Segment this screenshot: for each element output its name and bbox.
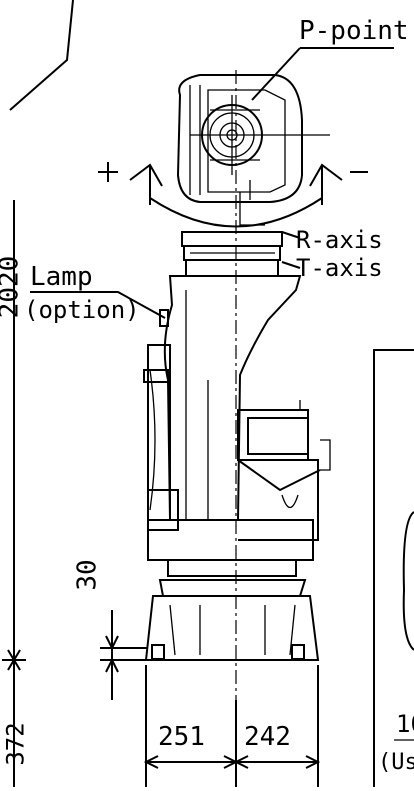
p-point-leader xyxy=(251,47,394,101)
t-axis-label: T-axis xyxy=(296,254,383,282)
frame-line-top-left xyxy=(9,0,74,111)
wrist-head xyxy=(176,74,330,226)
right-partial-text: (Us xyxy=(378,750,414,775)
left-vertical-dimension-label: 2020 xyxy=(0,255,25,319)
rotation-arrows xyxy=(98,162,368,228)
left-dimension-arrow xyxy=(2,640,26,680)
robot-base xyxy=(144,489,320,661)
wrist-flange xyxy=(181,231,283,277)
dimension-bottom xyxy=(143,665,321,787)
p-point-label: P-point xyxy=(299,16,409,46)
left-vertical-dimension-label-bottom: 372 xyxy=(1,722,30,766)
r-axis-label: R-axis xyxy=(296,226,383,254)
lamp-label: Lamp xyxy=(30,262,93,292)
dimension-30-label: 30 xyxy=(72,559,103,591)
dimension-251-label: 251 xyxy=(158,722,205,752)
dimension-30 xyxy=(100,610,148,700)
dimension-242-label: 242 xyxy=(244,722,291,752)
right-partial-number: 10 xyxy=(396,710,414,738)
motor-housing xyxy=(237,400,331,541)
lamp-leader xyxy=(30,291,166,319)
lamp-option-label: (option) xyxy=(24,296,140,324)
axis-leaders xyxy=(281,231,301,269)
right-partial-view xyxy=(373,349,414,787)
